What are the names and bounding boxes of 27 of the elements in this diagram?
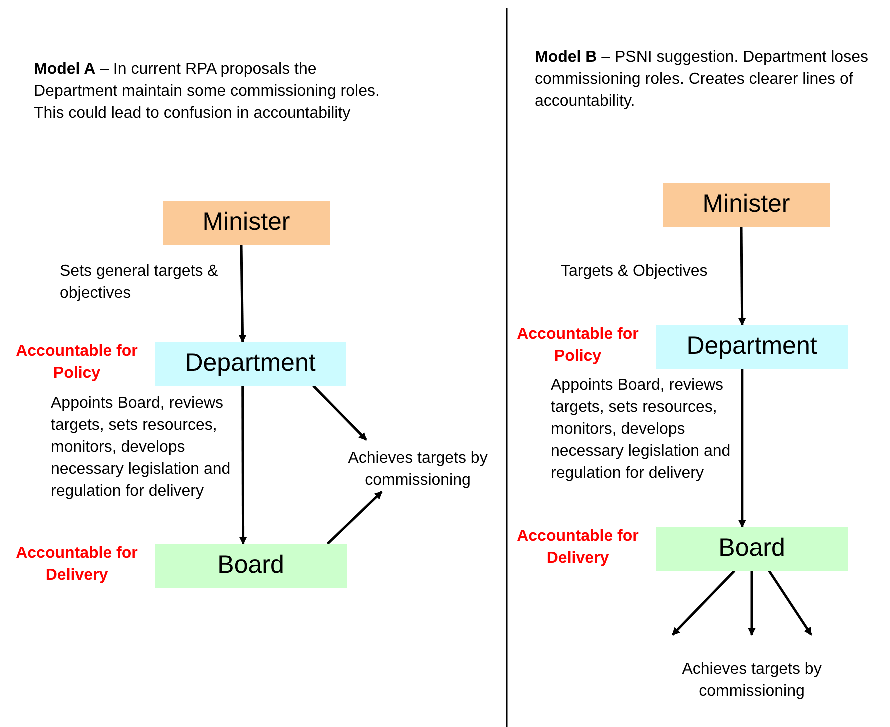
edge-label: Targets & Objectives (561, 262, 709, 282)
role-box: Department (656, 325, 848, 369)
role-box: Minister (663, 183, 830, 227)
arrow (738, 226, 746, 326)
accountability-label: Accountable for Policy (516, 325, 640, 367)
arrow (748, 571, 756, 636)
arrow (738, 369, 746, 528)
arrow (326, 491, 383, 545)
arrow (239, 386, 248, 545)
role-box: Department (155, 342, 346, 386)
edge-label: Sets general targets & objectives (60, 262, 220, 304)
arrow (768, 570, 812, 636)
accountability-label: Accountable for Delivery (516, 527, 640, 569)
role-box: Board (656, 527, 848, 571)
edge-label: Appoints Board, reviews targets, sets resources, monitors, develops necessary legislation and regulation for delivery (51, 394, 232, 502)
arrow (238, 244, 247, 343)
model-description: Model B – PSNI suggestion. Department loses commissioning roles. Creates clearer lines of accountability. (535, 48, 870, 112)
accountability-label: Accountable for Delivery (15, 544, 139, 586)
accountability-label: Accountable for Policy (15, 342, 139, 384)
model-description: Model A – In current RPA proposals the Department maintain some commissioning roles. This could lead to confusion in accountability (34, 60, 381, 124)
arrow (312, 385, 368, 441)
arrow (672, 570, 736, 636)
outcome-text: Achieves targets by commissioning (332, 440, 504, 492)
outcome-text: Achieves targets by commissioning (662, 635, 842, 703)
edge-label: Appoints Board, reviews targets, sets resources, monitors, develops necessary legislation and regulation for delivery (551, 376, 732, 484)
role-box: Board (155, 544, 347, 588)
role-box: Minister (163, 201, 330, 245)
